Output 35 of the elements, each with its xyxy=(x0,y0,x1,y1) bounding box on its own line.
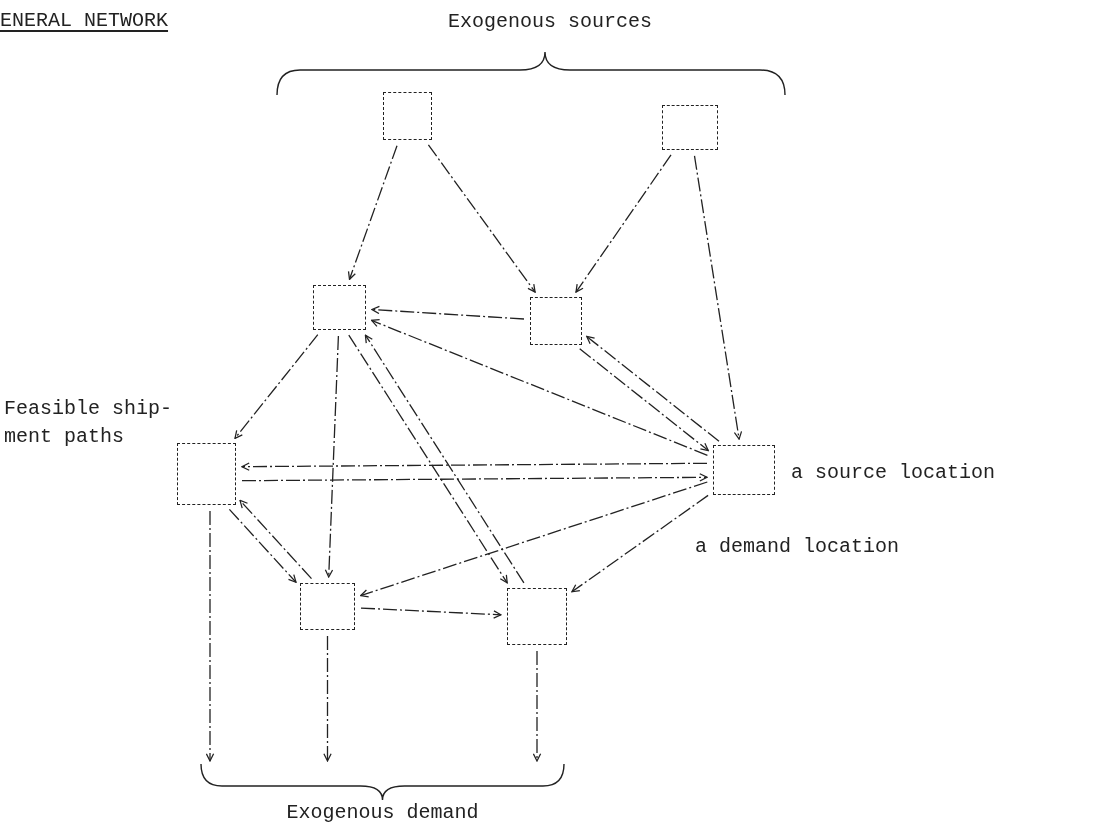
location-box xyxy=(662,105,718,150)
annotation: a source location xyxy=(791,460,997,486)
arrow xyxy=(205,510,215,762)
arrow xyxy=(571,494,709,593)
arrow xyxy=(693,155,743,440)
arrow xyxy=(348,334,508,584)
arrow xyxy=(360,607,502,619)
arrow xyxy=(228,508,297,583)
arrow xyxy=(241,462,708,471)
title: ENERAL NETWORK xyxy=(0,8,169,34)
arrow xyxy=(579,348,709,452)
location-box xyxy=(300,583,355,630)
arrow xyxy=(427,144,536,293)
location-box xyxy=(507,588,567,645)
location-box xyxy=(177,443,236,505)
annotation: Feasible ship- ment paths xyxy=(4,396,174,450)
arrow xyxy=(532,650,542,762)
arrow xyxy=(323,635,332,762)
arrow xyxy=(586,335,720,442)
arrow xyxy=(370,319,709,456)
arrow xyxy=(364,334,525,584)
arrow xyxy=(347,145,398,280)
annotation: Exogenous demand xyxy=(285,800,480,826)
location-box xyxy=(383,92,432,140)
annotation: Exogenous sources xyxy=(446,9,653,35)
arrow xyxy=(575,154,672,293)
location-box xyxy=(313,285,366,330)
arrow xyxy=(234,334,319,439)
arrow xyxy=(360,481,708,598)
annotation: a demand location xyxy=(695,534,901,560)
arrow xyxy=(241,473,708,482)
location-box xyxy=(530,297,582,345)
arrow xyxy=(324,335,340,578)
arrow xyxy=(371,305,525,320)
arrow xyxy=(239,499,313,580)
